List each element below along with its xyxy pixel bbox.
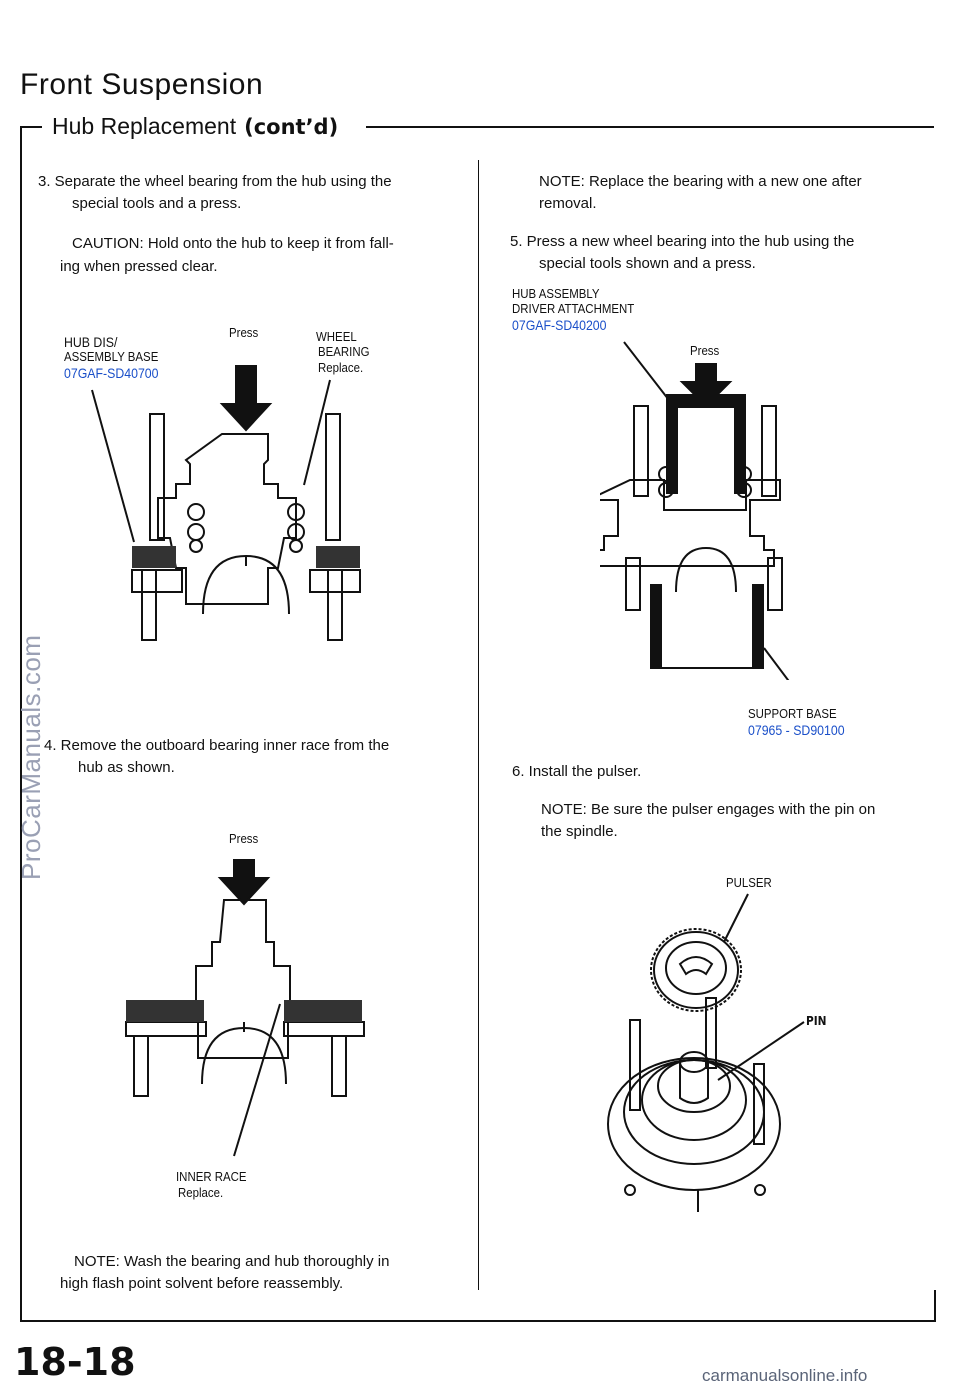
contd-label: (cont’d) <box>244 115 339 139</box>
figure-2-inner-race-removal <box>125 859 365 1157</box>
fig2-press-label: Press <box>229 831 259 846</box>
fig1-wheel-label-2: BEARING <box>318 344 370 359</box>
fig3-support-code: 07965 - SD90100 <box>748 722 845 738</box>
fig4-pulser-label: PULSER <box>726 875 772 890</box>
section-subtitle: Hub Replacement (cont’d) <box>52 113 338 140</box>
page-number: 18-18 <box>14 1340 136 1384</box>
right-note2-line-1: NOTE: Be sure the pulser engages with th… <box>541 801 876 818</box>
frame-right-rule <box>934 1290 936 1322</box>
header-rule-left <box>20 126 42 128</box>
fig3-press-label: Press <box>690 343 720 358</box>
footer-site: carmanualsonline.info <box>702 1366 868 1385</box>
frame-left-rule <box>20 126 22 1322</box>
right-note-line-1: NOTE: Replace the bearing with a new one… <box>539 173 862 190</box>
step-5-line-2: special tools shown and a press. <box>539 255 756 272</box>
fig1-wheel-label-1: WHEEL <box>316 329 357 344</box>
left-note-line-1: NOTE: Wash the bearing and hub thoroughl… <box>74 1253 390 1270</box>
frame-bottom-rule <box>20 1320 936 1322</box>
step-4-line-1: 4. Remove the outboard bearing inner rac… <box>44 737 390 754</box>
fig4-pin-label: PIN <box>806 1014 827 1028</box>
fig1-wheel-label-3: Replace. <box>318 360 364 375</box>
right-note2-line-2: the spindle. <box>541 823 618 840</box>
fig1-hub-dis-code: 07GAF-SD40700 <box>64 365 159 381</box>
subtitle-text: Hub Replacement <box>52 113 237 139</box>
watermark: ProCarManuals.com <box>16 634 46 880</box>
step-4-line-2: hub as shown. <box>78 759 175 776</box>
fig3-hub-code: 07GAF-SD40200 <box>512 317 607 333</box>
fig1-press-label: Press <box>229 325 259 340</box>
step-5-line-1: 5. Press a new wheel bearing into the hu… <box>510 233 855 250</box>
fig3-hub-label-1: HUB ASSEMBLY <box>512 286 600 301</box>
fig2-inner-race-label-2: Replace. <box>178 1185 224 1200</box>
step-3-line-2: special tools and a press. <box>72 195 242 212</box>
step-3-line-1: 3. Separate the wheel bearing from the h… <box>38 173 392 190</box>
fig1-hub-dis-label-1: HUB DIS/ <box>64 334 118 350</box>
step-6: 6. Install the pulser. <box>512 763 642 780</box>
figure-4-pulser-install <box>607 893 805 1212</box>
figure-1-bearing-removal <box>91 365 361 641</box>
page-title: Front Suspension <box>20 68 264 101</box>
right-note-line-2: removal. <box>539 195 597 212</box>
column-divider <box>478 160 479 1290</box>
caution-line-2: ing when pressed clear. <box>60 258 218 275</box>
figure-3-bearing-install <box>600 341 790 680</box>
fig3-hub-label-2: DRIVER ATTACHMENT <box>512 301 635 316</box>
caution-line-1: CAUTION: Hold onto the hub to keep it fr… <box>72 235 394 252</box>
left-note-line-2: high flash point solvent before reassemb… <box>60 1275 344 1292</box>
header-rule-right <box>366 126 934 128</box>
fig2-inner-race-label-1: INNER RACE <box>176 1169 247 1184</box>
fig1-hub-dis-label-2: ASSEMBLY BASE <box>64 349 159 364</box>
fig3-support-label: SUPPORT BASE <box>748 706 837 721</box>
